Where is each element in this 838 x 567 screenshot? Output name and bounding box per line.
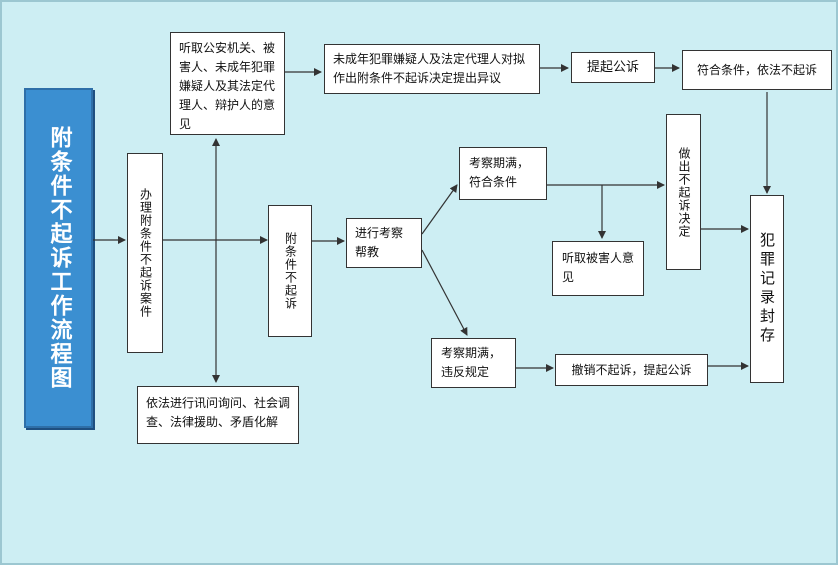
box-victim-label: 听取被害人意见 xyxy=(562,251,635,284)
box-case: 办理附条件不起诉案件 xyxy=(127,153,163,353)
box-decide-label: 做出不起诉决定 xyxy=(677,146,691,238)
arrow-supervise-to-fail xyxy=(421,249,468,336)
box-decide: 做出不起诉决定 xyxy=(666,114,701,270)
box-supervise-label: 进行考察帮教 xyxy=(355,226,404,259)
box-pass: 考察期满，符合条件 xyxy=(459,147,547,200)
box-revoke-label: 撤销不起诉，提起公诉 xyxy=(571,362,692,377)
box-conditional: 附条件不起诉 xyxy=(268,205,312,337)
box-hear-opinions: 听取公安机关、被害人、未成年犯罪嫌疑人及其法定代理人、辩护人的意见 xyxy=(170,32,285,135)
box-prosecute: 提起公诉 xyxy=(571,52,655,83)
box-case-label: 办理附条件不起诉案件 xyxy=(138,188,153,318)
arrow-supervise-to-pass xyxy=(421,184,458,235)
box-fail-label: 考察期满，违反规定 xyxy=(441,346,502,379)
box-no-prosecute-label: 符合条件，依法不起诉 xyxy=(696,62,817,77)
box-investigate: 依法进行讯问询问、社会调查、法律援助、矛盾化解 xyxy=(137,386,299,444)
box-seal: 犯罪记录封存 xyxy=(750,195,784,383)
flowchart-title-box: 附条件不起诉工作流程图 xyxy=(24,88,93,428)
box-objection-label: 未成年犯罪嫌疑人及法定代理人对拟作出附条件不起诉决定提出异议 xyxy=(333,52,526,85)
box-prosecute-label: 提起公诉 xyxy=(586,60,639,75)
box-investigate-label: 依法进行讯问询问、社会调查、法律援助、矛盾化解 xyxy=(146,396,291,429)
box-no-prosecute: 符合条件，依法不起诉 xyxy=(682,50,832,90)
box-hear-opinions-label: 听取公安机关、被害人、未成年犯罪嫌疑人及其法定代理人、辩护人的意见 xyxy=(179,41,276,131)
box-supervise: 进行考察帮教 xyxy=(346,218,422,268)
flowchart-title: 附条件不起诉工作流程图 xyxy=(46,126,72,390)
box-fail: 考察期满，违反规定 xyxy=(431,338,516,388)
box-revoke: 撤销不起诉，提起公诉 xyxy=(555,354,708,386)
box-objection: 未成年犯罪嫌疑人及法定代理人对拟作出附条件不起诉决定提出异议 xyxy=(324,44,540,94)
box-seal-label: 犯罪记录封存 xyxy=(758,232,776,346)
box-pass-label: 考察期满，符合条件 xyxy=(469,156,530,189)
box-conditional-label: 附条件不起诉 xyxy=(283,232,298,310)
box-victim: 听取被害人意见 xyxy=(552,241,644,296)
